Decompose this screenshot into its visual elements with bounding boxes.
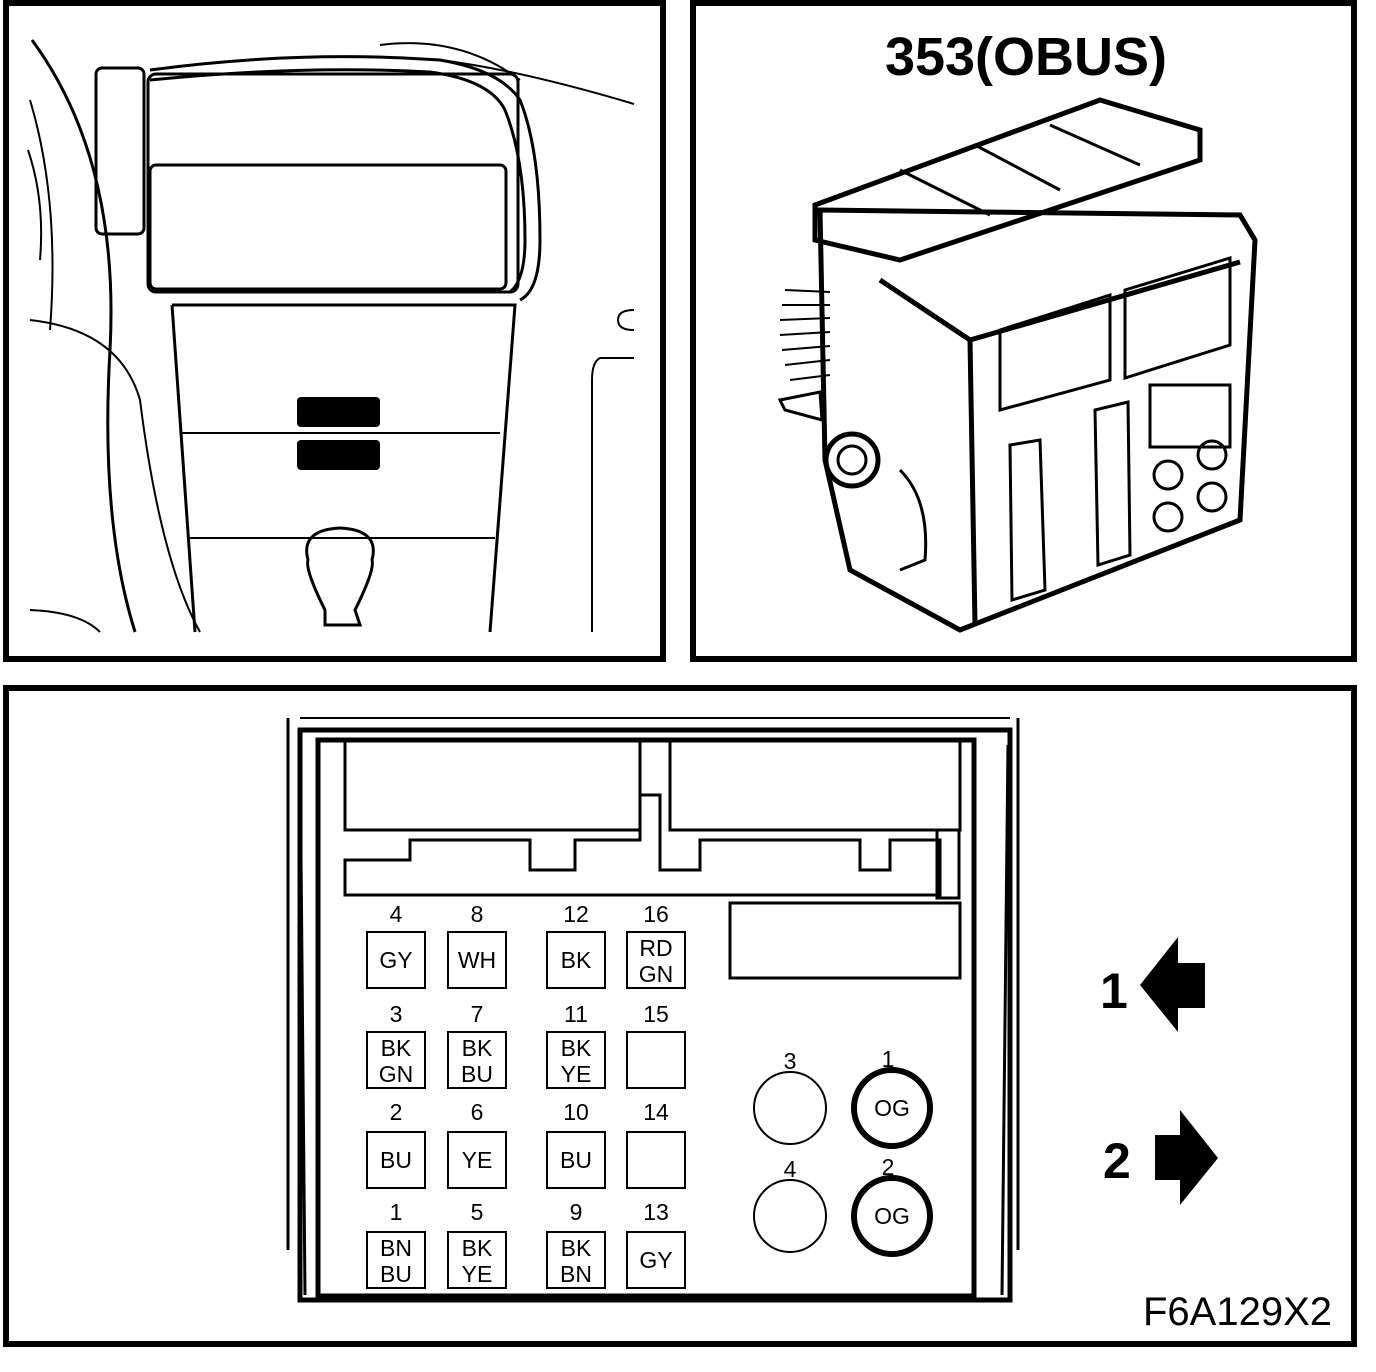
pin-color: GY [639,1247,672,1273]
round-pin-circle [753,1071,827,1145]
highlight-block-upper [297,397,380,427]
pin-color: YE [462,1147,493,1173]
pin-number: 9 [570,1199,583,1225]
pin-grid: 4GY8WH12BK16RDGN3BKGN7BKBU11BKYE152BU6YE… [366,901,686,1289]
pin-number: 5 [471,1199,484,1225]
figure-code: F6A129X2 [1143,1290,1332,1334]
pin-color: YE [462,1261,493,1287]
round-pin-1: 1OG [851,1046,933,1149]
pin-4: 4GY [366,901,426,989]
round-pin-3: 3 [753,1048,827,1145]
round-pin-circle [753,1179,827,1253]
pin-number: 1 [390,1199,403,1225]
round-pin-circle [851,1067,933,1149]
pin-color: BU [380,1261,412,1287]
pin-number: 16 [643,901,669,927]
connector-panel: 353(OBUS) [690,0,1357,662]
pin-color: WH [458,947,496,973]
pin-box [546,1131,606,1189]
pin-box [366,1131,426,1189]
round-pin-2: 2OG [851,1154,933,1257]
pin-number: 4 [390,901,403,927]
arrow-2-icon: 2 [1103,1110,1218,1205]
round-pin-color: OG [874,1095,910,1121]
pin-color: BK [381,1035,412,1061]
pin-number: 11 [564,1001,588,1027]
pin-box [447,931,507,989]
pin-number: 15 [643,1001,669,1027]
pin-number: 3 [390,1001,403,1027]
pin-color: GY [379,947,412,973]
location-panel [3,0,666,662]
pin-color: BU [461,1061,493,1087]
round-pin-number: 3 [784,1048,797,1074]
round-pin-4: 4 [753,1156,827,1253]
pin-number: 2 [390,1099,403,1125]
pin-2: 2BU [366,1099,426,1189]
pin-color: BK [561,1235,592,1261]
pin-number: 7 [471,1001,484,1027]
pin-color: BK [561,947,592,973]
highlight-block-lower [297,440,380,470]
pinout-panel: 4GY8WH12BK16RDGN3BKGN7BKBU11BKYE152BU6YE… [3,685,1357,1347]
pin-box [546,1231,606,1289]
round-pin-number: 2 [882,1154,895,1180]
pin-6: 6YE [447,1099,507,1189]
pin-box [366,1231,426,1289]
pin-box [366,1031,426,1089]
arrow-2-label: 2 [1103,1133,1131,1189]
coding-block [728,901,962,980]
round-pin-color: OG [874,1203,910,1229]
pin-color: BK [561,1035,592,1061]
pin-number: 10 [563,1099,589,1125]
pin-number: 6 [471,1099,484,1125]
pin-box [626,931,686,989]
pin-color: BK [462,1235,493,1261]
pin-number: 12 [563,901,589,927]
round-pin-circle [851,1175,933,1257]
pin-color: BU [560,1147,592,1173]
arrow-1-icon: 1 [1100,937,1205,1032]
pin-box [626,1131,686,1189]
pin-box [447,1031,507,1089]
pin-box [626,1231,686,1289]
round-pin-number: 4 [784,1156,797,1182]
pin-number: 13 [643,1199,669,1225]
pin-color: YE [561,1061,592,1087]
pin-color: BU [380,1147,412,1173]
pin-14: 14 [626,1099,686,1189]
connector-title: 353(OBUS) [885,27,1167,87]
pin-box [546,1031,606,1089]
pin-color: GN [379,1061,414,1087]
pin-8: 8WH [447,901,507,989]
pin-15: 15 [626,1001,686,1089]
round-pin-number: 1 [882,1046,895,1072]
pin-color: GN [639,961,674,987]
arrow-1-label: 1 [1100,963,1128,1019]
pin-color: RD [639,935,672,961]
pin-box [626,1031,686,1089]
pin-color: BN [560,1261,592,1287]
pin-box [447,1131,507,1189]
gear-knob-icon [305,526,375,627]
pin-color: BK [462,1035,493,1061]
pin-box [546,931,606,989]
pin-color: BN [380,1235,412,1261]
pin-number: 14 [643,1099,669,1125]
pin-box [447,1231,507,1289]
pin-number: 8 [471,901,484,927]
pin-box [366,931,426,989]
